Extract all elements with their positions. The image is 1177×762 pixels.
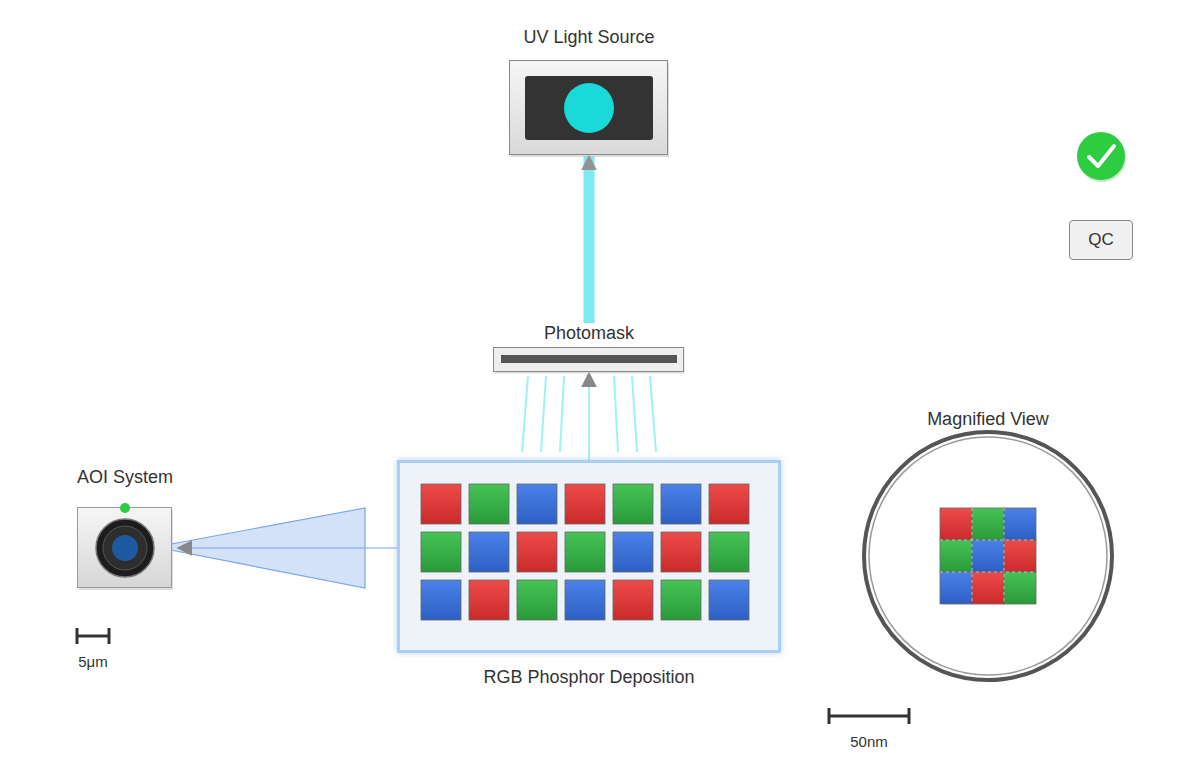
phosphor-cell (940, 508, 972, 540)
phosphor-cell (709, 484, 749, 524)
phosphor-cell (469, 580, 509, 620)
phosphor-cell (517, 484, 557, 524)
aoi-camera: AOI System (72, 467, 178, 589)
phosphor-cell (613, 532, 653, 572)
phosphor-cell (661, 532, 701, 572)
camera-body (77, 507, 173, 589)
phosphor-cell (1004, 508, 1036, 540)
phosphor-cell (709, 532, 749, 572)
phosphor-cell (613, 580, 653, 620)
node-heading: AOI System (75, 467, 175, 487)
mask-plate (493, 347, 685, 373)
light-source: UV Light Source (509, 27, 669, 156)
node-shape: QC (1069, 220, 1133, 260)
phosphor-cell (469, 484, 509, 524)
phosphor-cell (517, 532, 557, 572)
phosphor-cell (972, 508, 1004, 540)
connector (588, 373, 590, 460)
node-caption: RGB Phosphor Deposition (481, 667, 696, 687)
phosphor-cell (565, 580, 605, 620)
scale-label: 50nm (848, 732, 890, 752)
phosphor-cell (421, 580, 461, 620)
phosphor-cell (517, 580, 557, 620)
node-shape (509, 60, 669, 156)
phosphor-cell (661, 484, 701, 524)
phosphor-cell (709, 580, 749, 620)
phosphor-cell (421, 484, 461, 524)
phosphor-cell (1004, 540, 1036, 572)
phosphor-cell (1004, 572, 1036, 604)
qc-button: QC (1069, 220, 1133, 260)
phosphor-cell (421, 532, 461, 572)
node-shape (862, 430, 1114, 682)
deposition-panel: RGB Phosphor Deposition (397, 460, 781, 687)
phosphor-cell (565, 532, 605, 572)
phosphor-cell (613, 484, 653, 524)
magnifier: Magnified View (862, 409, 1114, 682)
phosphor-cell (940, 572, 972, 604)
node-shape (397, 460, 781, 653)
phosphor-cell (940, 540, 972, 572)
lamp-housing (509, 60, 669, 156)
node-shape (493, 347, 685, 373)
node-heading: Magnified View (925, 409, 1051, 429)
phosphor-grid (400, 463, 778, 650)
phosphor-cell (469, 532, 509, 572)
scale-bar (77, 628, 109, 644)
status-check (1077, 132, 1126, 182)
phosphor-cell (972, 540, 1004, 572)
connector (584, 156, 595, 323)
connector (178, 547, 397, 548)
node-shape (77, 507, 173, 589)
button-label: QC (1088, 230, 1114, 250)
phosphor-cell (661, 580, 701, 620)
phosphor-cell (972, 572, 1004, 604)
magnifier-lens (862, 430, 1114, 682)
scale-label: 5μm (76, 652, 109, 672)
scale-bar (829, 708, 909, 724)
phosphor-cell (565, 484, 605, 524)
node-heading: UV Light Source (521, 27, 656, 47)
photomask: Photomask (493, 323, 685, 373)
node-heading: Photomask (542, 323, 636, 343)
